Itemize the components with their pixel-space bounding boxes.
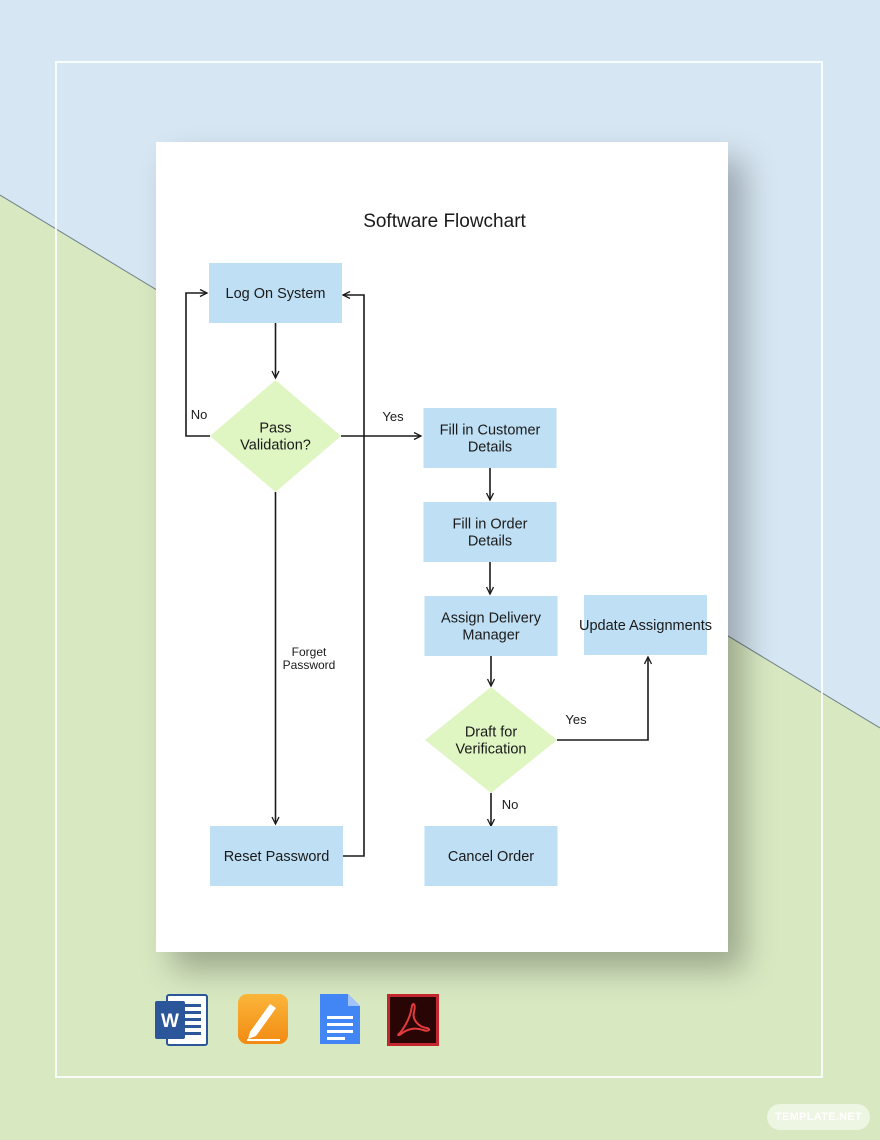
- edge-label: Yes: [565, 712, 587, 727]
- node-label: Update Assignments: [579, 618, 712, 634]
- document-title: Software Flowchart: [363, 211, 526, 232]
- connector-reset-password-to-log-on: [343, 295, 365, 857]
- node-label: Reset Password: [224, 849, 330, 865]
- flowchart-node-log-on: Log On System: [209, 263, 342, 323]
- process-box: [210, 826, 343, 886]
- process-box: [209, 263, 342, 323]
- decision-diamond: [210, 380, 341, 492]
- connector-pass-validation-to-log-on: [185, 293, 210, 437]
- template-net-watermark: TEMPLATE.NET: [767, 1104, 870, 1130]
- node-label: Cancel Order: [448, 849, 534, 865]
- word-icon[interactable]: W: [153, 992, 209, 1048]
- process-box: [423, 502, 557, 562]
- decorative-frame: [55, 61, 823, 1078]
- decision-diamond: [425, 687, 557, 793]
- flowchart-node-update-assignments: Update Assignments: [579, 595, 712, 655]
- edge-label: Yes: [382, 409, 404, 424]
- process-box: [424, 826, 558, 886]
- edge-label: No: [502, 797, 519, 812]
- edge-label: No: [191, 407, 208, 422]
- pages-icon[interactable]: [236, 992, 292, 1048]
- flowchart-node-reset-password: Reset Password: [210, 826, 343, 886]
- google-docs-icon[interactable]: [314, 992, 370, 1048]
- pdf-icon[interactable]: [385, 992, 441, 1048]
- connector-draft-verification-to-update-assignments: [557, 657, 648, 741]
- process-box: [584, 595, 707, 655]
- svg-text:W: W: [161, 1011, 179, 1032]
- flowchart-node-cancel-order: Cancel Order: [424, 826, 558, 886]
- process-box: [424, 596, 558, 656]
- node-label: Log On System: [226, 286, 326, 302]
- process-box: [423, 408, 557, 468]
